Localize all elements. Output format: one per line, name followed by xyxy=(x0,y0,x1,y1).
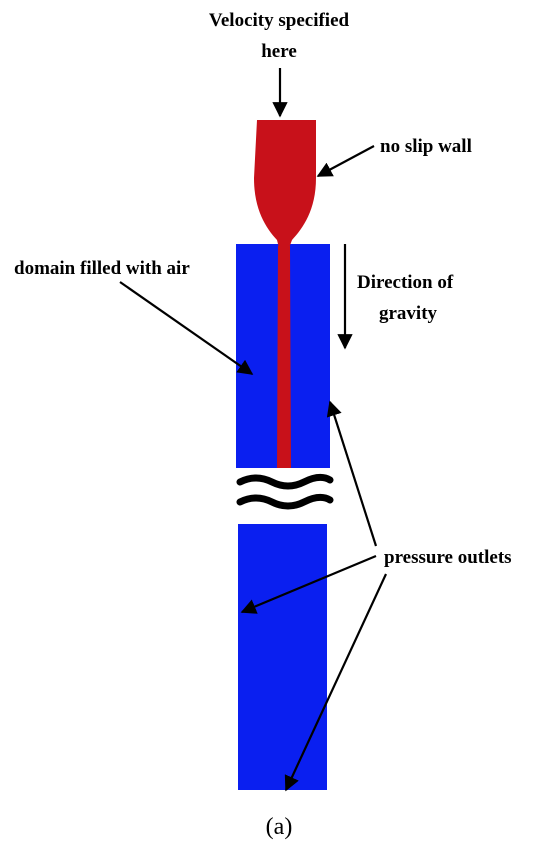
velocity-label-line1: Velocity specified xyxy=(209,10,350,31)
figure-caption: (a) xyxy=(266,814,293,840)
pressure-outlet-arrow-left xyxy=(240,554,377,614)
velocity-label-line2: here xyxy=(261,41,297,62)
pressure-outlets-label: pressure outlets xyxy=(384,547,512,568)
no-slip-wall-label: no slip wall xyxy=(380,136,472,157)
domain-air-arrow xyxy=(119,281,254,375)
liquid-jet xyxy=(277,246,291,468)
domain-air-label: domain filled with air xyxy=(14,258,190,279)
nozzle-liquid xyxy=(254,120,316,248)
no-slip-wall-arrow xyxy=(316,145,375,177)
pressure-outlet-arrow-bottom xyxy=(284,573,387,792)
gravity-label-line2: gravity xyxy=(379,303,438,324)
lower-air-domain xyxy=(238,524,327,790)
break-symbol xyxy=(236,473,334,510)
pressure-outlet-arrow-upper xyxy=(326,400,378,547)
gravity-label-line1: Direction of xyxy=(357,272,454,293)
